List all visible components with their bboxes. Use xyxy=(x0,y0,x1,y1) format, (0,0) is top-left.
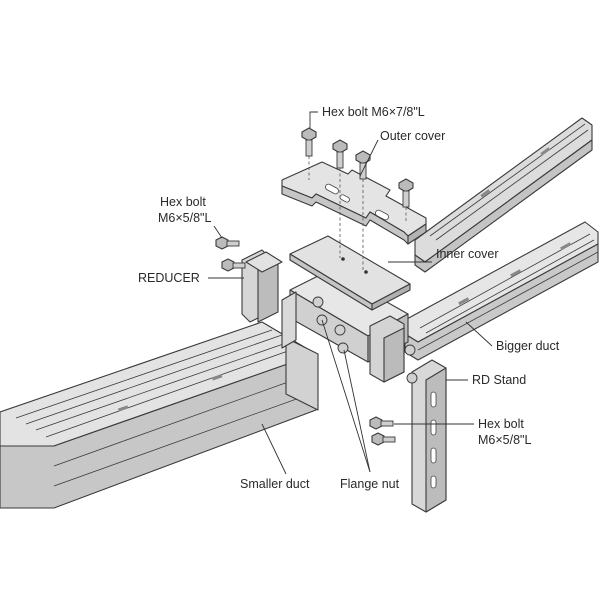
label-hex-bolt-left-2: M6×5/8"L xyxy=(158,211,211,225)
label-rd-stand: RD Stand xyxy=(472,373,526,387)
flange-nut-3 xyxy=(334,324,346,336)
label-hex-bolt-top: Hex bolt M6×7/8"L xyxy=(322,105,425,119)
reducer-right-clamp xyxy=(369,315,405,383)
label-hex-bolt-right-1: Hex bolt xyxy=(478,417,524,431)
bigger-duct xyxy=(404,221,599,361)
label-bigger-duct: Bigger duct xyxy=(496,339,560,353)
leader-lines xyxy=(208,111,493,475)
smaller-duct xyxy=(0,321,319,509)
hex-bolt-top-4 xyxy=(398,178,414,208)
label-reducer: REDUCER xyxy=(138,271,200,285)
hex-bolt-lower-2 xyxy=(371,432,396,446)
hex-bolt-top-2 xyxy=(332,139,348,169)
hex-bolts-lower xyxy=(369,416,396,446)
label-hex-bolt-left-1: Hex bolt xyxy=(160,195,206,209)
reducer xyxy=(241,249,283,323)
flange-nut-4 xyxy=(337,342,349,354)
label-smaller-duct: Smaller duct xyxy=(240,477,310,491)
flange-nut-5 xyxy=(404,344,416,356)
rd-stand xyxy=(411,359,447,513)
outer-cover xyxy=(281,161,427,245)
inner-cover xyxy=(289,235,411,311)
label-outer-cover: Outer cover xyxy=(380,129,445,143)
label-hex-bolt-right-2: M6×5/8"L xyxy=(478,433,531,447)
hex-bolt-left-2 xyxy=(221,258,246,272)
hex-bolt-left-1 xyxy=(215,236,240,250)
label-inner-cover: Inner cover xyxy=(436,247,499,261)
hex-bolt-top-1 xyxy=(301,127,317,157)
flange-nut-6 xyxy=(406,372,418,384)
bigger-duct-upper-rail xyxy=(414,117,593,273)
label-flange-nut: Flange nut xyxy=(340,477,400,491)
hex-bolts-left xyxy=(215,236,246,272)
hex-bolt-lower-1 xyxy=(369,416,394,430)
flange-nut-1 xyxy=(312,296,324,308)
labels: Hex bolt M6×7/8"L Outer cover Hex bolt M… xyxy=(138,105,560,491)
flange-nuts xyxy=(312,296,418,384)
